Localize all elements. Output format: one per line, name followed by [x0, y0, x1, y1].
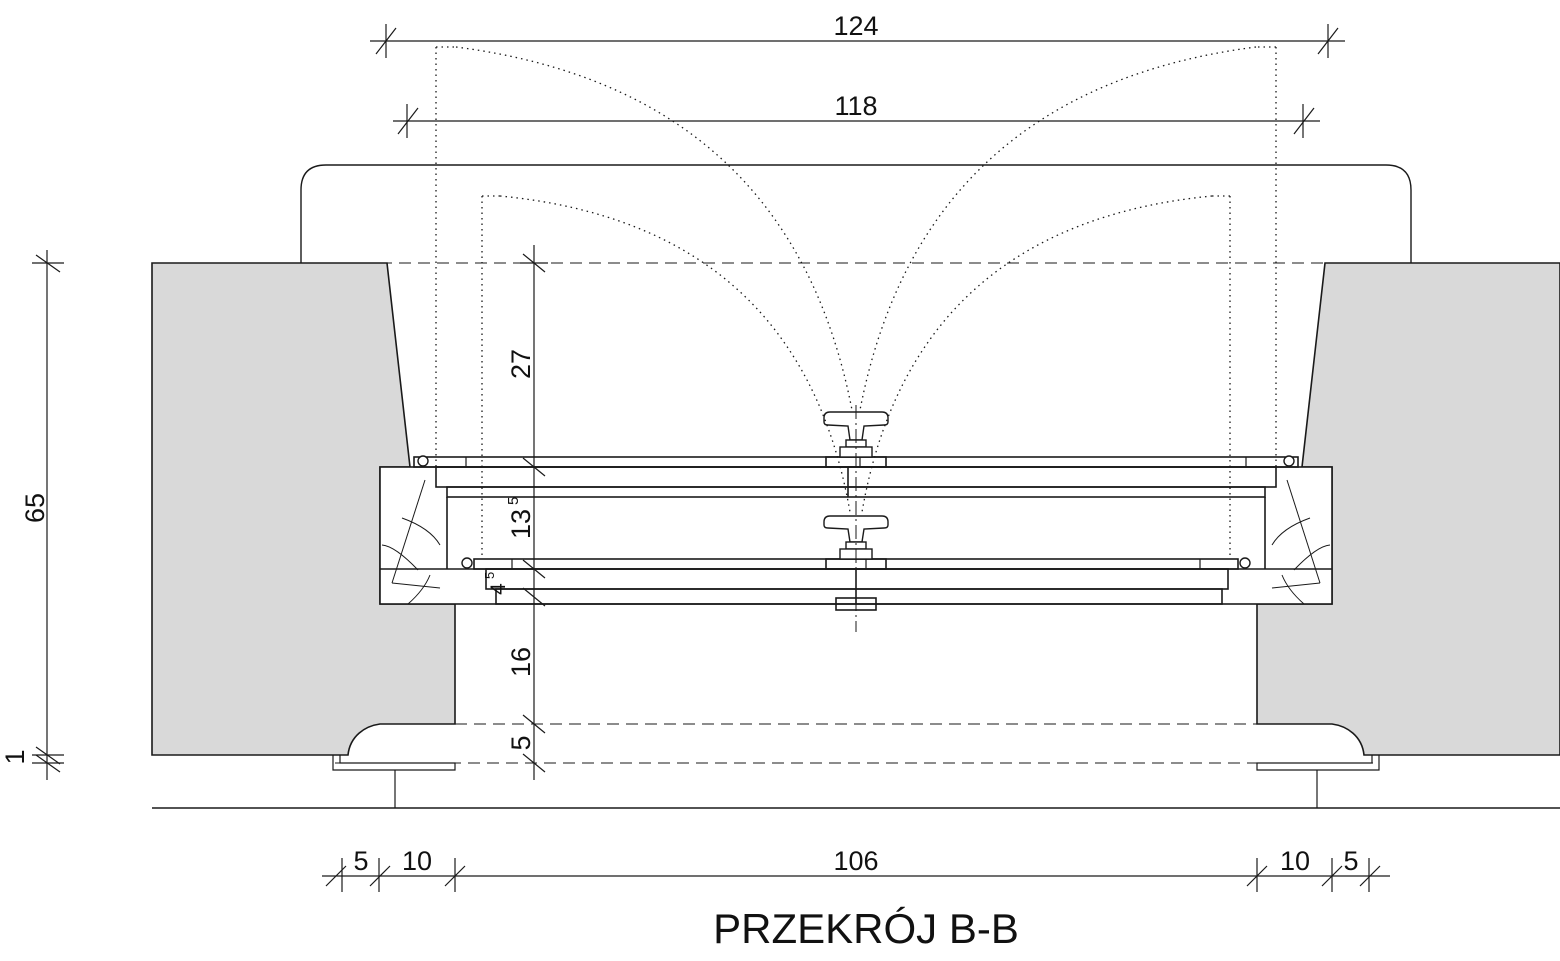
jamb-detail-left [381, 479, 441, 605]
drawing-title: PRZEKRÓJ B-B [713, 905, 1019, 952]
swing-arcs [435, 46, 1277, 559]
dim-gap-between-sashes: 13 5 [505, 497, 536, 539]
dim-gap-base: 13 [506, 509, 536, 539]
dim-sash-offset-sup: 5 [482, 572, 497, 579]
dimension-lines [32, 24, 1390, 892]
dim-height-total: 65 [20, 493, 50, 523]
sill-trim-left [332, 755, 456, 771]
sash-details [465, 457, 1247, 569]
hinge-icon [417, 455, 429, 467]
dim-top-outer: 124 [833, 11, 878, 41]
jamb-detail-right [1271, 479, 1331, 605]
dim-bottom-right-outer: 5 [1343, 846, 1358, 876]
handle-upper-icon [823, 411, 889, 458]
dim-height-bottom: 1 [0, 749, 30, 764]
sill-trim-right [1256, 755, 1380, 771]
dim-gap-sup: 5 [505, 497, 522, 505]
hinge-icon [1239, 557, 1251, 569]
dim-top-inner: 118 [834, 91, 877, 121]
hinge-icon [461, 557, 473, 569]
dim-bottom-right-inner: 10 [1280, 846, 1310, 876]
hinge-icon [1283, 455, 1295, 467]
dim-reveal-lower: 16 [506, 647, 536, 677]
dim-sill-height: 5 [506, 735, 536, 750]
dim-sash-offset-base: 4 [487, 583, 510, 595]
dashed-lines [152, 262, 1560, 764]
hinges [417, 455, 1295, 569]
dim-bottom-left-outer: 5 [353, 846, 368, 876]
dim-bottom-left-inner: 10 [402, 846, 432, 876]
dim-sash-offset: 4 5 [482, 572, 510, 595]
dim-reveal-upper: 27 [506, 349, 536, 379]
top-cap-outline [300, 164, 1412, 263]
dim-bottom-clear: 106 [833, 846, 878, 876]
